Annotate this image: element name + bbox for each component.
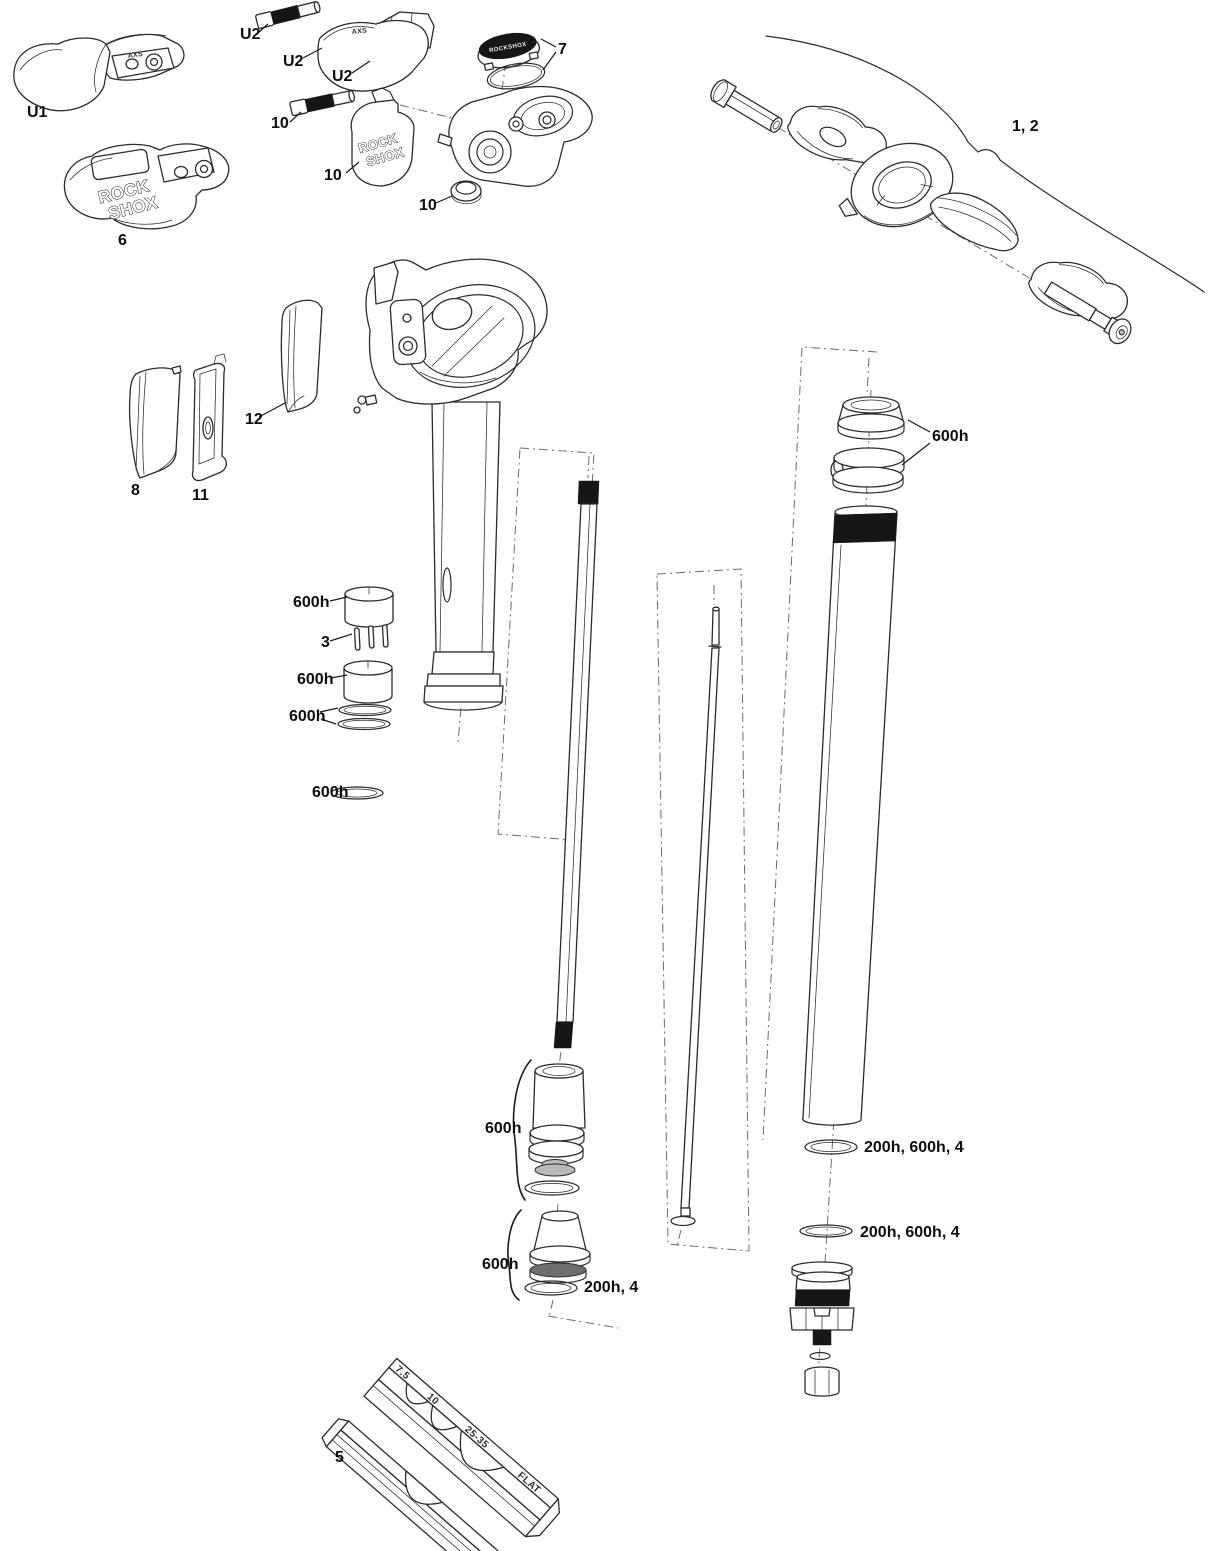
label-oring-1: 200h, 600h, 4 (864, 1139, 964, 1156)
label-oring-2: 200h, 600h, 4 (860, 1224, 960, 1241)
centerlines (399, 61, 1121, 1393)
part-seatpost-head (353, 258, 548, 711)
label-600h-seal-group: 600h (482, 1256, 518, 1273)
part-600h-sealhead-upper (837, 396, 905, 440)
rockshox-logo: ROCK SHOX (356, 130, 406, 170)
label-600h-sealhead: 600h (932, 428, 968, 445)
part-11-bracket (191, 353, 228, 482)
label-10-lever: 10 (324, 167, 342, 184)
part-5-vise-block: 7.5 10 25-35 FLAT (321, 1357, 560, 1551)
label-u2-paddle-left: U2 (283, 53, 304, 70)
label-200h-4: 200h, 4 (584, 1279, 638, 1296)
part-7-cap: ROCKSHOX (477, 32, 540, 71)
label-12: 12 (245, 411, 263, 428)
label-10-bolt: 10 (271, 115, 289, 132)
part-piston-assembly (789, 1261, 855, 1397)
label-u1: U1 (27, 104, 48, 121)
part-7-oring (486, 62, 546, 90)
part-600h-piston-group (524, 1063, 586, 1196)
part-10-ring (450, 180, 482, 205)
part-saddle-clamp-long-bolt (1043, 281, 1132, 345)
label-600h-bushing-mid: 600h (297, 671, 333, 688)
part-8-cover (128, 365, 182, 479)
part-saddle-clamp-bolt (710, 79, 783, 133)
axs-marking: AXS (351, 27, 367, 36)
part-lower-tube (801, 505, 898, 1126)
part-600h-bushing-top (344, 586, 394, 628)
part-10-lever: ROCK SHOX (350, 87, 415, 187)
label-u2-paddle-right: U2 (332, 68, 353, 85)
part-u2-paddle: AXS (317, 11, 435, 92)
label-600h-piston-group: 600h (485, 1120, 521, 1137)
part-6-lever: ROCK SHOX (63, 143, 230, 230)
part-600h-sealhead-lower (830, 447, 905, 494)
part-remote-clamp-body (437, 85, 593, 187)
part-3-pins (353, 624, 389, 651)
part-600h-ring-low (330, 786, 384, 800)
part-12-cover (280, 299, 323, 413)
part-saddle-clamp-barrel (929, 192, 1019, 252)
part-600h-ring-pair (337, 703, 392, 731)
part-saddle-clamp-collar (838, 142, 954, 228)
label-7: 7 (558, 41, 567, 58)
label-600h-ring-pair: 600h (289, 708, 325, 725)
label-5: 5 (335, 1449, 344, 1466)
part-u1-paddle-remote: AXS (13, 33, 185, 112)
label-600h-bushing-top: 600h (293, 594, 329, 611)
bracket-1-2 (765, 35, 1205, 293)
part-saddle-clamp-plate-upper (787, 105, 887, 164)
part-middle-rod (670, 606, 722, 1227)
label-600h-ring-low: 600h (312, 784, 348, 801)
label-1-2: 1, 2 (1012, 118, 1039, 135)
part-600h-bushing-mid (343, 660, 393, 704)
label-6: 6 (118, 232, 127, 249)
label-8: 8 (131, 482, 140, 499)
axs-marking: AXS (127, 51, 143, 60)
label-u2-bolt: U2 (240, 26, 261, 43)
label-3: 3 (321, 634, 330, 651)
label-10-ring: 10 (419, 197, 437, 214)
part-inner-shaft (553, 480, 600, 1049)
part-10-bolt (289, 90, 355, 117)
phantom-box-rod (656, 568, 750, 1252)
phantom-box-tube (762, 346, 878, 1141)
part-600h-seal-group (524, 1210, 591, 1296)
part-u2-bolt (255, 0, 321, 30)
part-tube-oring-1 (804, 1139, 858, 1155)
part-tube-oring-2 (799, 1224, 853, 1238)
label-11: 11 (192, 487, 209, 504)
